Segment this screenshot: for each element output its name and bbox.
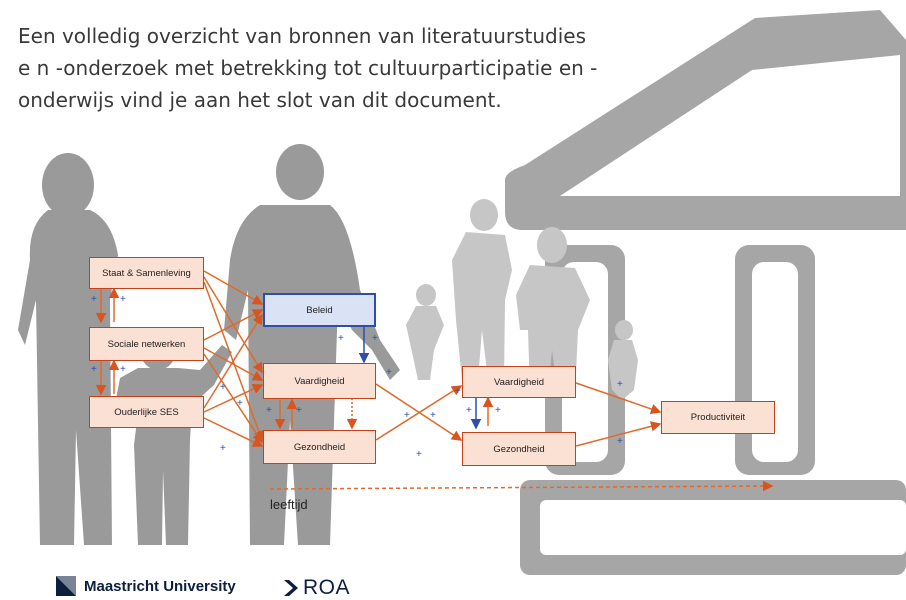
building-icon: [505, 10, 906, 575]
um-logo-text: Maastricht University: [84, 577, 236, 595]
box-beleid: Beleid: [263, 293, 376, 327]
plus-sign: +: [91, 364, 97, 375]
box-gezondheid-1: Gezondheid: [263, 430, 376, 464]
box-ouderlijke-ses: Ouderlijke SES: [89, 396, 204, 428]
plus-sign: +: [617, 436, 623, 447]
box-vaardigheid-1: Vaardigheid: [263, 363, 376, 399]
plus-sign: +: [386, 367, 392, 378]
child-silhouette: [112, 330, 232, 545]
roa-logo-text: ROA: [303, 576, 351, 599]
family-silhouette: [406, 199, 638, 400]
plus-sign: +: [455, 386, 461, 397]
intro-text: Een volledig overzicht van bronnen van l…: [18, 24, 598, 112]
plus-sign: +: [91, 294, 97, 305]
box-staat-samenleving: Staat & Samenleving: [89, 257, 204, 289]
plus-sign: +: [266, 405, 272, 416]
man-silhouette: [224, 144, 400, 545]
box-sociale-netwerken: Sociale netwerken: [89, 327, 204, 361]
roa-chevron-icon: [284, 580, 298, 596]
maastricht-university-logo: Maastricht University: [56, 576, 236, 596]
box-gezondheid-2: Gezondheid: [462, 432, 576, 466]
plus-sign: +: [120, 294, 126, 305]
plus-sign: +: [495, 405, 501, 416]
plus-sign: +: [416, 449, 422, 460]
um-emblem-icon: [56, 576, 76, 596]
diagram-arrows: [95, 270, 774, 492]
plus-sign: +: [466, 405, 472, 416]
plus-sign: +: [220, 443, 226, 454]
box-vaardigheid-2: Vaardigheid: [462, 366, 576, 398]
plus-sign: +: [430, 410, 436, 421]
plus-sign: +: [617, 379, 623, 390]
woman-silhouette: [18, 153, 118, 545]
plus-sign: +: [220, 382, 226, 393]
roa-logo: ROA: [282, 576, 350, 600]
box-productiviteit: Productiviteit: [661, 401, 775, 434]
plus-sign: +: [404, 410, 410, 421]
plus-sign: +: [296, 405, 302, 416]
plus-sign: +: [120, 364, 126, 375]
age-axis-label: leeftijd: [270, 497, 308, 512]
plus-sign: +: [237, 398, 243, 409]
plus-sign: +: [338, 333, 344, 344]
plus-sign: +: [372, 333, 378, 344]
